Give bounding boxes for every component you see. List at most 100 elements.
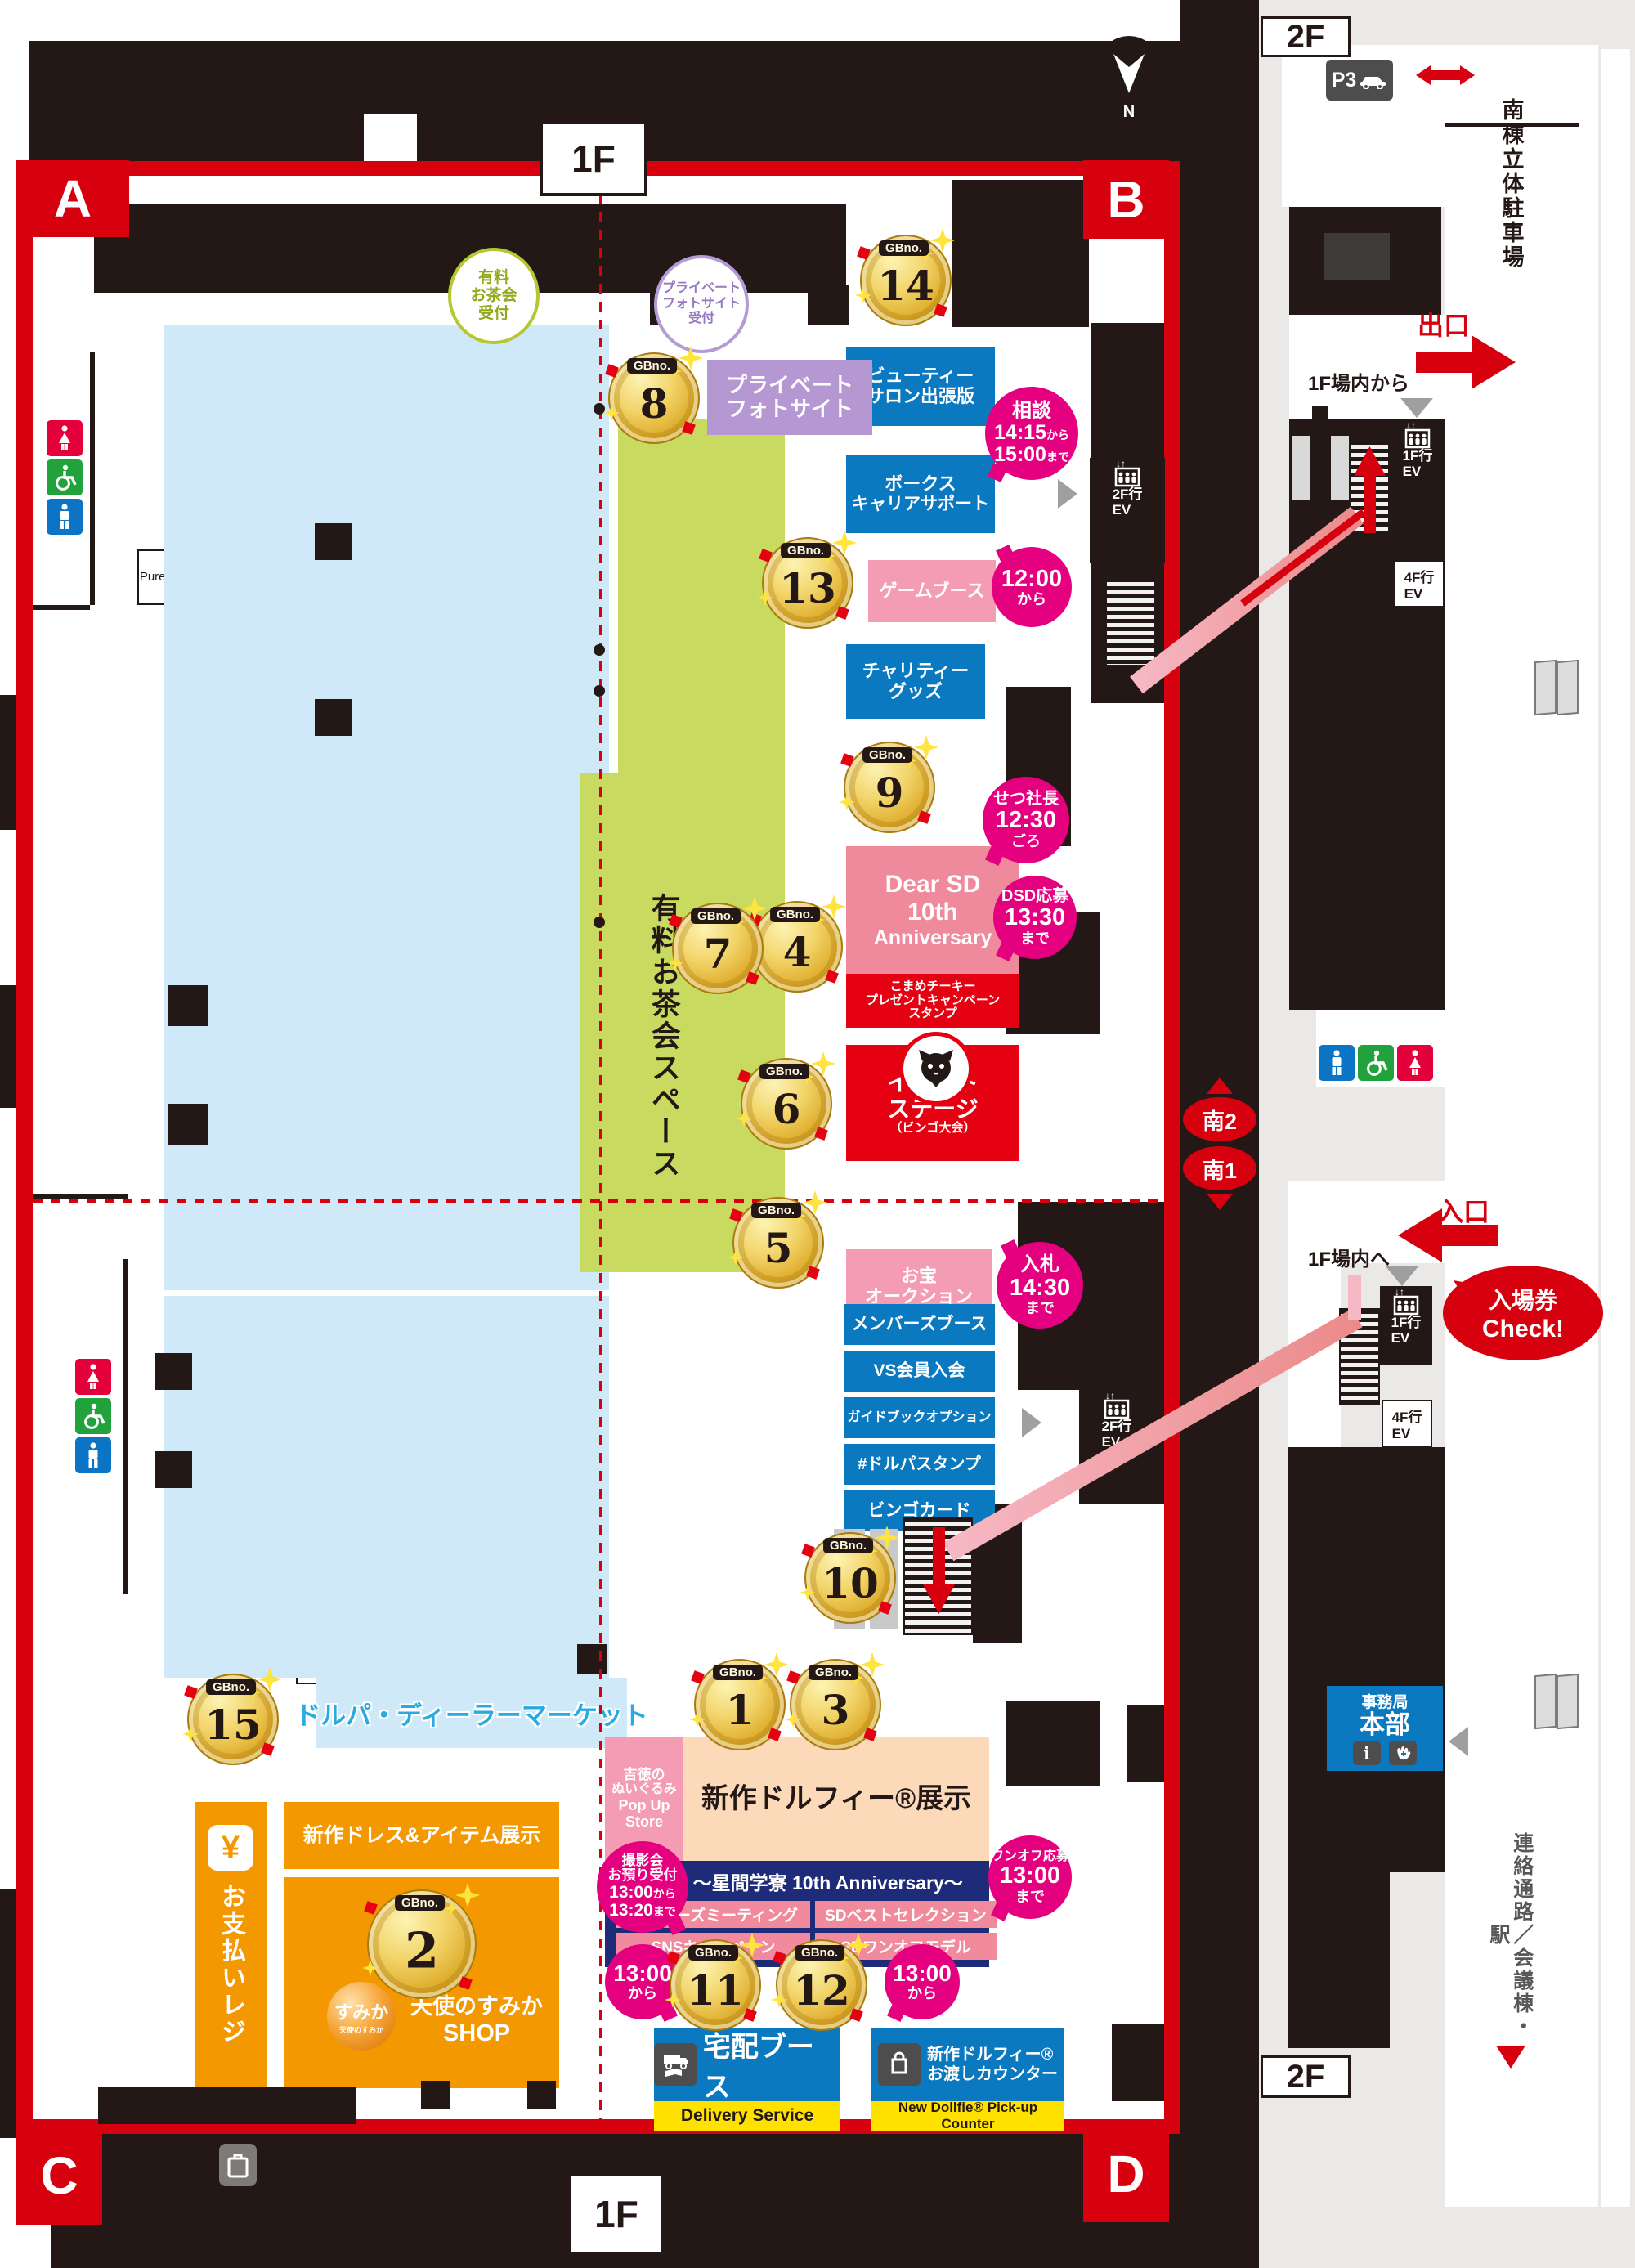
gb-medal-13: GBno.13 [757,531,857,629]
direction-triangle [1386,1266,1418,1286]
direction-triangle [1022,1408,1041,1437]
dollfie-pickup-counter: 新作ドルフィー® お渡しカウンター [871,2028,1064,2101]
shutter-dot [594,685,605,697]
floor-label-2f-bottom: 2F [1261,2055,1351,2098]
wall-line [1445,123,1579,127]
corridor [1288,1263,1341,1447]
wall [808,285,849,325]
booth-dollfie_ex: 新作ドルフィー®展示 [683,1737,989,1861]
wall-gap [364,114,417,161]
booth-members: メンバーズブース [844,1304,995,1345]
door-icon [1534,659,1557,716]
svg-text:↓↑: ↓↑ [1406,419,1416,431]
entrance-label: 入口 [1436,1196,1489,1226]
delivery-service-en: Delivery Service [654,2101,840,2131]
gb-medal-3: GBno.3 [785,1652,885,1750]
gb-medal-12: GBno.12 [771,1933,871,2031]
pickup-counter-line1: 新作ドルフィー® [927,2046,1054,2064]
wall [98,2087,356,2124]
tea-party-space [618,419,785,773]
gb-medal-5: GBno.5 [728,1190,827,1289]
booth-charity: チャリティーグッズ [846,644,985,719]
car-icon [1360,77,1386,89]
sumika-logo: すみか 天使のすみか [327,1982,396,2051]
pillar [1331,436,1349,500]
toilet-wheelchair-icon [47,459,83,495]
svg-text:↓↑: ↓↑ [1116,458,1126,469]
booth-dress: 新作ドレス&アイテム展示 [284,1802,559,1869]
ticket-check-bubble: 入場券 Check! [1443,1266,1603,1360]
parking-p3-icon: P3 [1326,60,1393,101]
south-gate-南2: 南2 [1183,1078,1256,1141]
dealer-market-banner: ドルパ・ディーラーマーケット [295,1701,648,1730]
escalator [1350,439,1390,536]
gb-medal-6: GBno.6 [736,1051,835,1150]
toilet-female-icon [47,420,83,456]
escalator [903,1517,973,1635]
festival-chip: SDベストセレクション [815,1901,997,1928]
exit-label: 出口 [1417,310,1470,340]
gb-medal-10: GBno.10 [800,1526,899,1624]
south-gate-南1: 南1 [1183,1146,1256,1210]
floor-label-1f-top: 1F [540,121,647,196]
delivery-booth: 宅配ブース [654,2028,840,2103]
wall [1006,1701,1100,1786]
pillar [1292,436,1310,500]
toilet-wheelchair-icon [1358,1045,1394,1081]
truck-icon [654,2043,697,2086]
toilet-male-icon [47,499,83,535]
pickup-counter-en: New Dollfie® Pick-up Counter [871,2100,1064,2131]
booth-game: ゲームブース [868,560,996,622]
direction-triangle [1400,398,1433,418]
tea-party-space [580,773,785,1272]
dealer-table-area [164,1296,609,1678]
private-photosite-reception: プライベートフォトサイト受付 [654,255,749,353]
yen-icon: ¥ [208,1825,253,1871]
pillar [1312,406,1328,501]
booth-dolpastamp: #ドルパスタンプ [844,1444,995,1485]
wall [0,695,16,830]
pickup-counter-line2: お渡しカウンター [927,2065,1058,2083]
information-icon: i [1353,1741,1381,1765]
gb-medal-2: GBno.2 [362,1883,480,1999]
south-parking-label: 南棟立体駐車場 [1498,98,1524,270]
entrance-to-1f-label: 1F場内へ [1307,1248,1390,1271]
svg-text:↓↑: ↓↑ [1395,1286,1404,1298]
gb-medal-4: GBno.4 [746,894,846,993]
door-icon [1534,1673,1557,1730]
delivery-booth-label: 宅配ブース [702,2032,814,2103]
payment-register-label: お支払いレジ [217,1884,244,2046]
sumika-shop-name: 天使のすみか [410,1994,543,2019]
wall [1288,1447,1445,1872]
corner-c: C [16,2126,102,2225]
tea-party-reception: 有料お茶会受付 [448,248,540,344]
compass-north-label: N [1122,102,1136,121]
connecting-corridor-label: 連絡通路／会議棟・駅 [1487,1832,1534,2038]
wall [155,1451,192,1488]
toilet-wheelchair-icon [75,1398,111,1434]
corner-d: D [1083,2126,1169,2222]
booth-photosite: プライベートフォトサイト [707,360,872,435]
map-wall-right [1164,161,1180,2134]
toilet-male-icon [75,1437,111,1473]
gb-medal-15: GBno.15 [182,1667,282,1765]
direction-triangle [1058,479,1077,509]
wall [33,1194,128,1199]
dealer-table-area [164,325,609,1290]
toilet-female-icon [75,1359,111,1395]
wall [1112,2024,1164,2101]
booth-komame: こまめチーキープレゼントキャンペーンスタンプ [846,974,1019,1028]
payment-register-area: ¥ お支払いレジ [195,1802,267,2090]
